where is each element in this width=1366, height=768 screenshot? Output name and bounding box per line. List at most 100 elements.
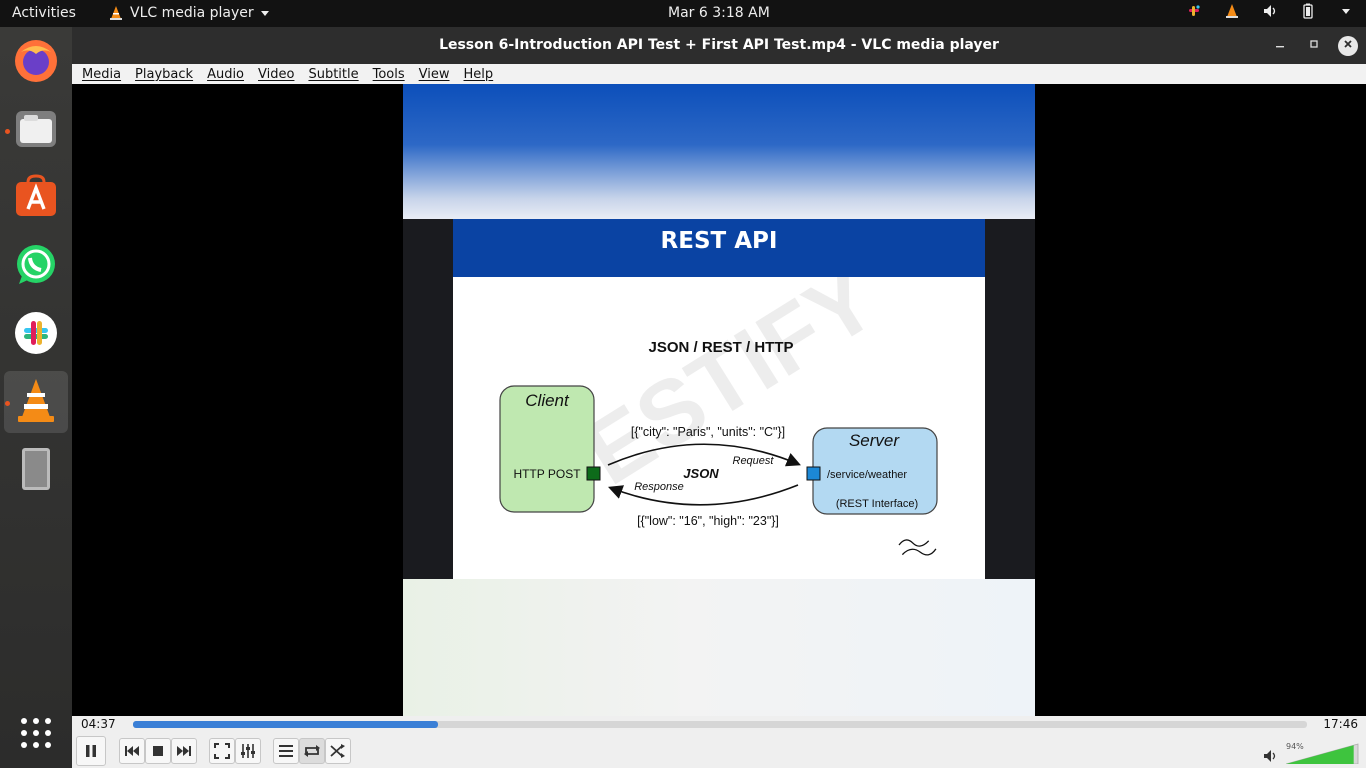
server-interface: (REST Interface) (836, 498, 918, 510)
author-signature (898, 539, 937, 556)
vlc-icon (18, 379, 54, 422)
menu-video[interactable]: Video (258, 66, 295, 82)
server-port (806, 466, 821, 481)
close-button[interactable] (1338, 36, 1358, 56)
chevron-down-icon (260, 11, 269, 16)
playback-controls: 94% (72, 734, 1366, 768)
current-time: 04:37 (81, 717, 116, 731)
client-method: HTTP POST (513, 467, 581, 481)
minimize-icon (1276, 46, 1284, 48)
slack-icon (15, 312, 57, 354)
clock[interactable]: Mar 6 3:18 AM (668, 5, 770, 21)
minimize-button[interactable] (1270, 36, 1290, 56)
battery-tray-icon[interactable] (1300, 3, 1316, 19)
menu-help[interactable]: Help (463, 66, 494, 82)
seek-progress (133, 721, 438, 728)
software-store-icon (16, 174, 56, 216)
firefox-launcher[interactable] (12, 37, 60, 85)
files-launcher[interactable] (12, 105, 60, 153)
menu-bar: Media Playback Audio Video Subtitle Tool… (72, 64, 1366, 84)
slide: REST API TESTIFY JSON / REST / HTTP Clie… (453, 219, 985, 579)
server-label: Server (849, 431, 900, 450)
stop-icon (153, 746, 163, 756)
volume-slider[interactable]: 94% (1286, 742, 1362, 764)
system-tray[interactable] (1186, 3, 1354, 19)
next-icon (177, 746, 191, 756)
shuffle-icon (330, 744, 345, 758)
response-arrow (608, 484, 799, 506)
pause-button[interactable] (76, 736, 106, 766)
volume-tray-icon[interactable] (1262, 3, 1278, 19)
slack-launcher[interactable] (12, 309, 60, 357)
shuffle-button[interactable] (325, 738, 351, 764)
close-icon (1344, 40, 1352, 48)
server-path: /service/weather (827, 469, 907, 481)
stop-button[interactable] (145, 738, 171, 764)
maximize-button[interactable] (1304, 36, 1324, 56)
menu-media[interactable]: Media (82, 66, 122, 82)
vlc-tray-icon[interactable] (1224, 3, 1240, 19)
window-titlebar[interactable]: Lesson 6-Introduction API Test + First A… (72, 27, 1366, 64)
app-grid-icon (21, 718, 51, 748)
vlc-window: Lesson 6-Introduction API Test + First A… (72, 27, 1366, 768)
app-menu-label: VLC media player (130, 5, 254, 21)
previous-button[interactable] (119, 738, 145, 764)
menu-tools[interactable]: Tools (372, 66, 405, 82)
app-menu[interactable]: VLC media player (108, 5, 270, 21)
client-port (586, 466, 601, 481)
playlist-icon (279, 745, 293, 757)
files-icon (16, 111, 56, 147)
timeline-bar: 04:37 17:46 (72, 716, 1366, 734)
usb-drive-launcher[interactable] (12, 445, 60, 493)
window-title: Lesson 6-Introduction API Test + First A… (439, 37, 999, 53)
show-applications-button[interactable] (12, 709, 60, 757)
dock (0, 27, 72, 768)
activities-button[interactable]: Activities (12, 5, 76, 21)
software-launcher[interactable] (12, 173, 60, 221)
running-indicator (5, 401, 10, 406)
volume-control[interactable]: 94% (1262, 742, 1362, 764)
speaker-icon (1264, 750, 1276, 762)
client-label: Client (525, 391, 570, 410)
fullscreen-icon (214, 743, 230, 759)
vlc-launcher[interactable] (12, 377, 60, 425)
playlist-button[interactable] (273, 738, 299, 764)
response-label: Response (634, 481, 684, 493)
running-indicator (5, 129, 10, 134)
loop-button[interactable] (299, 738, 325, 764)
slack-tray-icon[interactable] (1186, 3, 1202, 19)
whatsapp-icon (17, 245, 55, 284)
slide-header: REST API (453, 219, 985, 277)
equalizer-icon (241, 744, 255, 758)
menu-audio[interactable]: Audio (207, 66, 245, 82)
pause-icon (86, 745, 96, 757)
whatsapp-launcher[interactable] (12, 241, 60, 289)
volume-percent: 94% (1286, 742, 1304, 751)
json-label: JSON (683, 466, 719, 481)
menu-subtitle[interactable]: Subtitle (308, 66, 359, 82)
loop-icon (304, 745, 320, 757)
firefox-icon (15, 40, 57, 82)
power-menu-icon[interactable] (1338, 3, 1354, 19)
vlc-cone-icon (110, 6, 122, 20)
previous-icon (125, 746, 139, 756)
window-controls (1270, 36, 1358, 56)
rest-api-diagram: TESTIFY JSON / REST / HTTP Client HTTP P… (499, 277, 938, 556)
total-time: 17:46 (1323, 717, 1358, 731)
fullscreen-button[interactable] (209, 738, 235, 764)
video-blurred-top (403, 84, 1035, 219)
removable-drive-icon (22, 448, 50, 490)
top-bar: Activities VLC media player Mar 6 3:18 A… (0, 0, 1366, 27)
seek-slider[interactable] (133, 721, 1307, 728)
next-button[interactable] (171, 738, 197, 764)
request-arrow (607, 443, 801, 467)
slide-subtitle: JSON / REST / HTTP (648, 339, 793, 356)
client-box (499, 385, 595, 513)
extended-settings-button[interactable] (235, 738, 261, 764)
request-label: Request (733, 455, 775, 467)
menu-view[interactable]: View (418, 66, 450, 82)
menu-playback[interactable]: Playback (135, 66, 194, 82)
maximize-icon (1310, 40, 1318, 48)
video-blurred-bottom (403, 579, 1035, 716)
video-area[interactable]: REST API TESTIFY JSON / REST / HTTP Clie… (403, 84, 1035, 716)
